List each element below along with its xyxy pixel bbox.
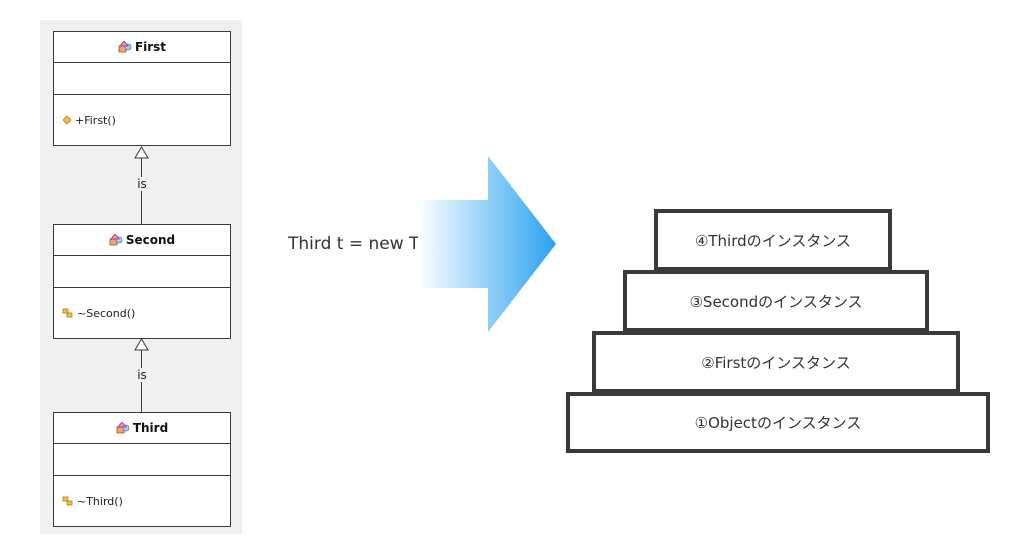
relation-label: is: [134, 368, 150, 382]
class-second[interactable]: Second ~Second(): [53, 224, 231, 339]
inheritance-line: [141, 158, 142, 224]
public-method-icon: [62, 115, 72, 125]
class-icon: [109, 234, 123, 246]
class-name: Third: [132, 421, 169, 435]
instance-box-first: ②Firstのインスタンス: [592, 331, 960, 393]
instance-box-third: ④Thirdのインスタンス: [654, 209, 892, 271]
class-third[interactable]: Third ~Third(): [53, 412, 231, 527]
operation-label: ~Third(): [77, 494, 123, 508]
attributes-compartment: [54, 444, 230, 476]
class-name: Second: [125, 233, 176, 247]
uml-class-diagram: First +First() is Second: [40, 20, 242, 534]
right-arrow-icon: [418, 156, 556, 332]
class-third-header: Third: [54, 413, 230, 444]
relation-label: is: [134, 177, 150, 191]
instance-box-second: ③Secondのインスタンス: [623, 270, 929, 332]
class-first-header: First: [54, 32, 230, 63]
class-name: First: [134, 40, 167, 54]
operations-compartment: +First(): [54, 95, 230, 145]
operations-compartment: ~Second(): [54, 288, 230, 338]
class-second-header: Second: [54, 225, 230, 256]
operation-label: ~Second(): [77, 306, 136, 320]
class-icon: [116, 422, 130, 434]
package-method-icon: [62, 308, 73, 318]
instance-box-object: ①Objectのインスタンス: [566, 392, 990, 453]
operations-compartment: ~Third(): [54, 476, 230, 526]
operation-label: +First(): [75, 113, 116, 127]
class-icon: [118, 41, 132, 53]
attributes-compartment: [54, 63, 230, 95]
package-method-icon: [62, 496, 73, 506]
attributes-compartment: [54, 256, 230, 288]
class-first[interactable]: First +First(): [53, 31, 231, 146]
